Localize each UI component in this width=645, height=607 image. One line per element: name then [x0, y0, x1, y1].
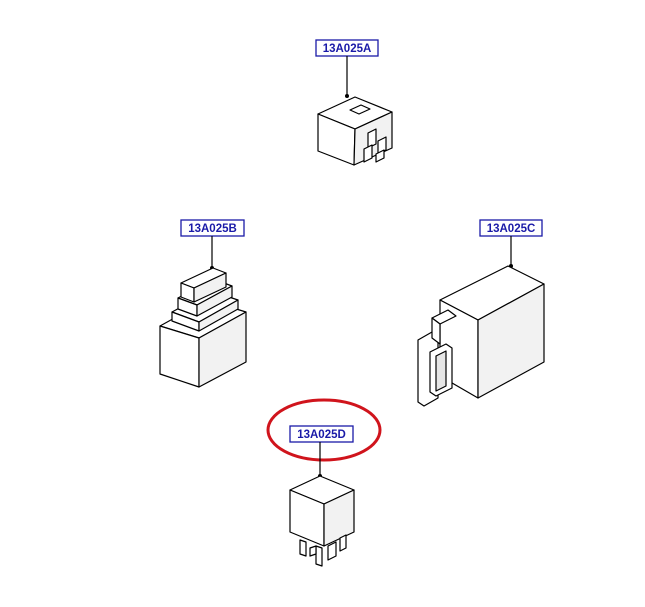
label-13a025a: 13A025A	[323, 43, 372, 55]
label-13a025b: 13A025B	[188, 223, 237, 235]
module-c-drawing	[417, 265, 545, 407]
leader-dot-a	[345, 94, 349, 98]
label-13a025c: 13A025C	[487, 223, 536, 235]
part-13a025b[interactable]: 13A025B	[159, 219, 247, 388]
callout-13a025a[interactable]: 13A025A	[315, 39, 379, 57]
relay-a-drawing	[317, 96, 393, 166]
relay-d-drawing	[289, 475, 355, 567]
label-13a025d: 13A025D	[297, 429, 346, 441]
part-13a025a[interactable]: 13A025A	[315, 39, 393, 166]
highlight-circle	[266, 398, 382, 462]
callout-13a025c[interactable]: 13A025C	[479, 219, 543, 237]
part-13a025d[interactable]: 13A025D	[266, 398, 382, 567]
callout-13a025b[interactable]: 13A025B	[180, 219, 245, 237]
part-13a025c[interactable]: 13A025C	[417, 219, 545, 407]
block-b-drawing	[159, 267, 247, 388]
callout-13a025d[interactable]: 13A025D	[289, 425, 354, 443]
